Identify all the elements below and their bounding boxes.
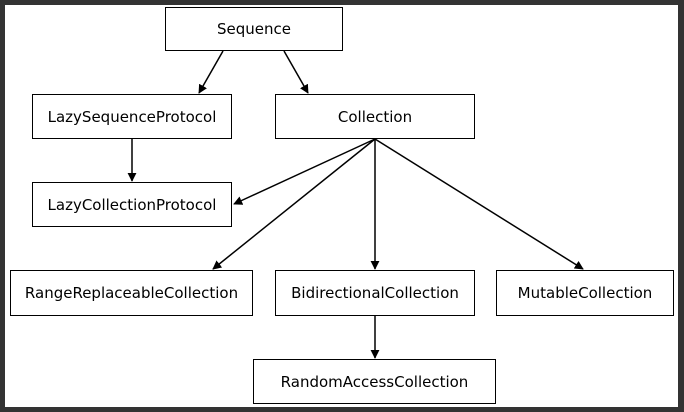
node-random-access-collection: RandomAccessCollection <box>253 359 496 404</box>
edge-sequence-to-lazy-sequence-protocol <box>198 50 224 94</box>
edge-collection-to-lazy-collection-protocol <box>233 138 376 205</box>
node-range-replaceable-collection: RangeReplaceableCollection <box>10 270 253 316</box>
node-collection: Collection <box>275 94 475 139</box>
node-bidirectional-collection: BidirectionalCollection <box>275 270 475 316</box>
node-mutable-collection: MutableCollection <box>496 270 674 316</box>
edge-sequence-to-collection <box>283 50 309 94</box>
diagram-canvas: Sequence LazySequenceProtocol Collection… <box>5 5 678 407</box>
node-sequence: Sequence <box>165 7 343 51</box>
edge-layer <box>127 50 584 359</box>
edge-collection-to-range-replaceable-collection <box>212 138 376 270</box>
edge-collection-to-mutable-collection <box>374 138 584 270</box>
node-lazy-collection-protocol: LazyCollectionProtocol <box>32 182 232 227</box>
node-lazy-sequence-protocol: LazySequenceProtocol <box>32 94 232 139</box>
